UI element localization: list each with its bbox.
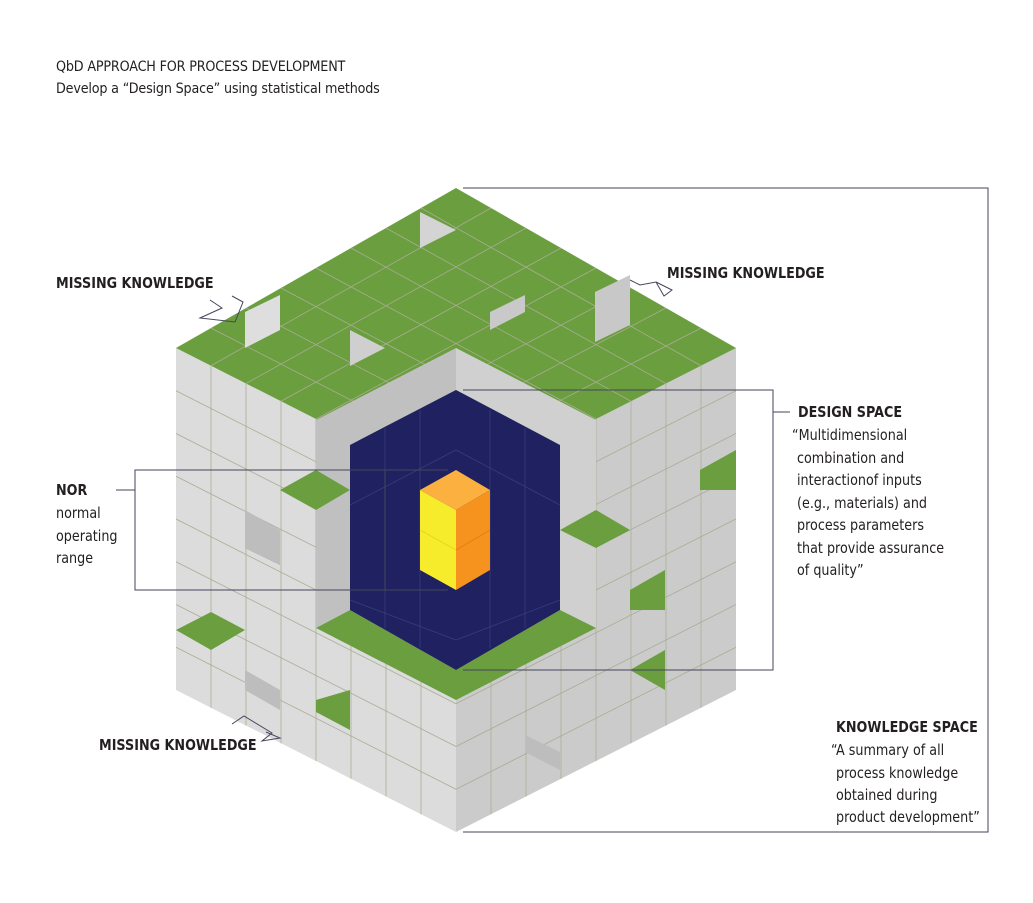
right-pocket-a: [560, 510, 630, 548]
design-space-bracket: [463, 389, 774, 671]
label-design-line-5: process parameters: [797, 516, 925, 534]
cutaway-left-wall: [316, 348, 456, 628]
header: QbD APPROACH FOR PROCESS DEVELOPMENT Dev…: [56, 56, 424, 100]
top-grid-line: [315, 267, 597, 420]
missing-tick-top-left: [198, 295, 244, 323]
left-pocket-a: [280, 470, 350, 510]
top-notch-a: [420, 212, 456, 248]
design-space-grid-line: [455, 599, 561, 641]
design-space-grid-line: [455, 449, 561, 506]
label-knowledge-space-title: KNOWLEDGE SPACE: [836, 718, 978, 736]
top-grid-line: [420, 207, 702, 367]
label-missing-knowledge-top-left: MISSING KNOWLEDGE: [56, 274, 214, 292]
label-nor-line-2: operating: [56, 527, 118, 545]
label-design-line-2: combination and: [797, 449, 905, 467]
top-notch-d: [350, 330, 385, 366]
right-grid-line: [455, 646, 737, 790]
bottom-notch: [245, 670, 280, 710]
label-knowledge-line-1: “A summary of all: [831, 741, 945, 759]
label-nor-line-1: normal: [56, 504, 101, 522]
cutaway-floor: [316, 610, 596, 700]
label-design-line-4: (e.g., materials) and: [797, 494, 927, 512]
label-design-line-1: “Multidimensional: [792, 426, 908, 444]
design-space-grid-line: [349, 449, 457, 506]
top-notch-e: [595, 275, 630, 342]
left-grid-line: [175, 646, 457, 790]
label-missing-knowledge-bottom-left: MISSING KNOWLEDGE: [99, 736, 257, 754]
left-pocket-c: [245, 510, 280, 565]
right-grid-line: [455, 561, 737, 705]
left-grid-line: [175, 561, 457, 705]
nor-cube-top: [420, 470, 490, 510]
knowledge-space-cube: [175, 188, 737, 832]
label-design-line-3: interactionof inputs: [797, 471, 922, 489]
label-nor-title: NOR: [56, 481, 88, 499]
right-pocket-b: [700, 450, 736, 490]
label-knowledge-line-4: product development”: [836, 808, 980, 826]
callout-lines: [116, 187, 989, 833]
right-bottom-notch: [525, 735, 560, 770]
right-grid-line: [455, 604, 737, 747]
right-pocket-c: [630, 570, 665, 610]
label-design-space-title: DESIGN SPACE: [798, 403, 903, 421]
label-design-line-7: of quality”: [797, 561, 864, 579]
top-notch-b: [245, 295, 280, 348]
left-bottom-pocket: [316, 690, 350, 730]
cube-top-face: [176, 188, 736, 490]
label-nor-line-3: range: [56, 549, 94, 567]
nor-cubes: [419, 470, 491, 590]
page-subtitle: Develop a “Design Space” using statistic…: [56, 81, 380, 97]
label-knowledge-line-2: process knowledge: [836, 764, 959, 782]
missing-tick-bottom-left: [231, 715, 282, 742]
page-title: QbD APPROACH FOR PROCESS DEVELOPMENT: [56, 59, 346, 75]
nor-bracket: [134, 469, 448, 591]
top-notch-c: [490, 295, 525, 330]
knowledge-space-bracket: [463, 187, 989, 833]
left-bottom-green: [176, 612, 245, 650]
label-missing-knowledge-top-right: MISSING KNOWLEDGE: [667, 264, 825, 282]
label-design-line-6: that provide assurance: [797, 539, 945, 557]
cutaway-right-wall: [456, 348, 596, 628]
design-space-grid-line: [349, 599, 457, 641]
missing-tick-top-right: [629, 279, 673, 297]
label-knowledge-line-3: obtained during: [836, 786, 938, 804]
top-grid-line: [385, 227, 667, 384]
